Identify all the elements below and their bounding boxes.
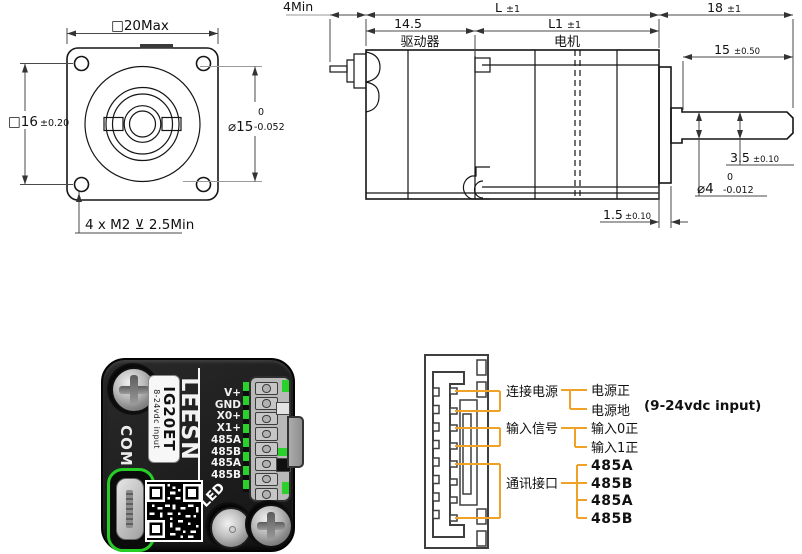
motor-front-view-drawing: □20Max □16 ±0.20 ⌀15 0 -0.052 4 x M2 ⊻ 2…	[5, 18, 286, 234]
dim-shaft-flat-tol: ±0.10	[753, 155, 779, 165]
driver-section-label: 驱动器	[400, 35, 439, 50]
motor-flange-outline	[66, 44, 219, 201]
dim-shaft-length: 15	[714, 42, 730, 57]
side-dimension-lines	[286, 12, 794, 228]
group-input-label: 输入信号	[506, 421, 558, 437]
pcb-edge	[243, 382, 249, 492]
connector-detail	[276, 402, 290, 415]
side-body-outline	[329, 49, 794, 200]
dim-motor-length: L1	[548, 16, 563, 31]
connector-green-accent	[282, 482, 289, 494]
screw-bottom-right	[249, 504, 293, 548]
connector-latch[interactable]	[287, 416, 304, 468]
dim-rear-length-tol: ±1	[727, 4, 741, 15]
dim-pilot-dia-tol-upper: 0	[258, 107, 264, 118]
group-comm-label: 通讯接口	[506, 476, 558, 492]
dim-boss-width-tol: ±0.10	[625, 212, 651, 222]
dim-driver-length: 14.5	[394, 16, 422, 31]
dim-motor-length-tol: ±1	[567, 20, 581, 31]
dim-shaft-length-tol: ±0.50	[734, 47, 760, 57]
brand-logo: LEESN	[177, 372, 202, 466]
pin-label-column: V+ GND X0+ X1+ 485A 485B 485A 485B	[201, 387, 241, 482]
dim-shaft-dia: ⌀4	[697, 181, 714, 197]
pin-input0: 输入0正	[591, 421, 638, 437]
model-number: IG20ET	[160, 386, 178, 452]
model-label: IG20ET 8-24vdc input	[149, 376, 179, 462]
connector-pinout-diagram: 连接电源 电源正 电源地 (9-24vdc input) 输入信号 输入0正 输…	[424, 354, 761, 549]
motor-side-view-drawing: 4Min L ±1 18 ±1 14.5 L1 ±1 驱动器 电机 15 ±0.…	[283, 0, 794, 228]
qr-code	[145, 480, 203, 542]
dim-shaft-dia-tol-upper: 0	[727, 172, 733, 183]
voltage-note: (9-24vdc input)	[644, 398, 761, 414]
connector-side-view	[424, 354, 489, 549]
power-input-note: 8-24vdc input	[152, 389, 161, 449]
dim-rear-length: 18	[707, 0, 723, 15]
panel-divider	[198, 368, 200, 540]
pin-485a-1: 485A	[591, 458, 633, 474]
dim-pilot-dia: ⌀15	[228, 119, 253, 135]
io-connector-pins	[255, 382, 278, 501]
connector-green-accent	[278, 448, 288, 456]
pin-label: 485B	[211, 468, 241, 481]
pin-label: 485A	[210, 457, 241, 470]
pin-label: X0+	[216, 410, 241, 423]
dim-total-length: L	[495, 0, 502, 15]
pin-label: 485B	[211, 445, 241, 458]
pinout-wires	[455, 389, 587, 519]
dim-boss-width: 1.5	[603, 207, 623, 222]
motor-section-label: 电机	[554, 35, 580, 50]
dim-shaft-dia-tol-lower: -0.012	[723, 185, 754, 196]
dim-hole-spacing-tol: ±0.20	[40, 118, 69, 129]
com-port-label: COM	[117, 425, 135, 467]
dim-total-length-tol: ±1	[506, 4, 520, 15]
pin-485a-2: 485A	[591, 493, 633, 509]
pin-power-plus: 电源正	[591, 384, 630, 399]
dim-flange-size: □20Max	[111, 18, 169, 34]
top-tab	[140, 44, 173, 49]
driver-device-photo: IG20ET 8-24vdc input LEESN COM V+ GND X0…	[101, 358, 304, 552]
dim-shaft-flat: 3.5	[730, 150, 750, 165]
pin-input1: 输入1正	[591, 440, 638, 456]
pin-label: V+	[224, 387, 241, 399]
pin-label: GND	[214, 398, 241, 411]
dim-connector-clearance: 4Min	[283, 0, 313, 14]
pin-power-gnd: 电源地	[591, 404, 630, 419]
pin-485b-1: 485B	[591, 476, 633, 492]
pin-485b-2: 485B	[591, 511, 633, 527]
front-dimension-lines	[5, 28, 286, 234]
group-power-label: 连接电源	[506, 384, 558, 400]
connector-green-accent	[282, 380, 289, 392]
thread-note: 4 x M2 ⊻ 2.5Min	[85, 217, 194, 233]
dim-pilot-dia-tol-lower: -0.052	[254, 122, 285, 133]
dim-hole-spacing: □16	[8, 114, 38, 130]
pin-label: 485A	[210, 433, 241, 446]
pin-label: X1+	[216, 422, 241, 435]
